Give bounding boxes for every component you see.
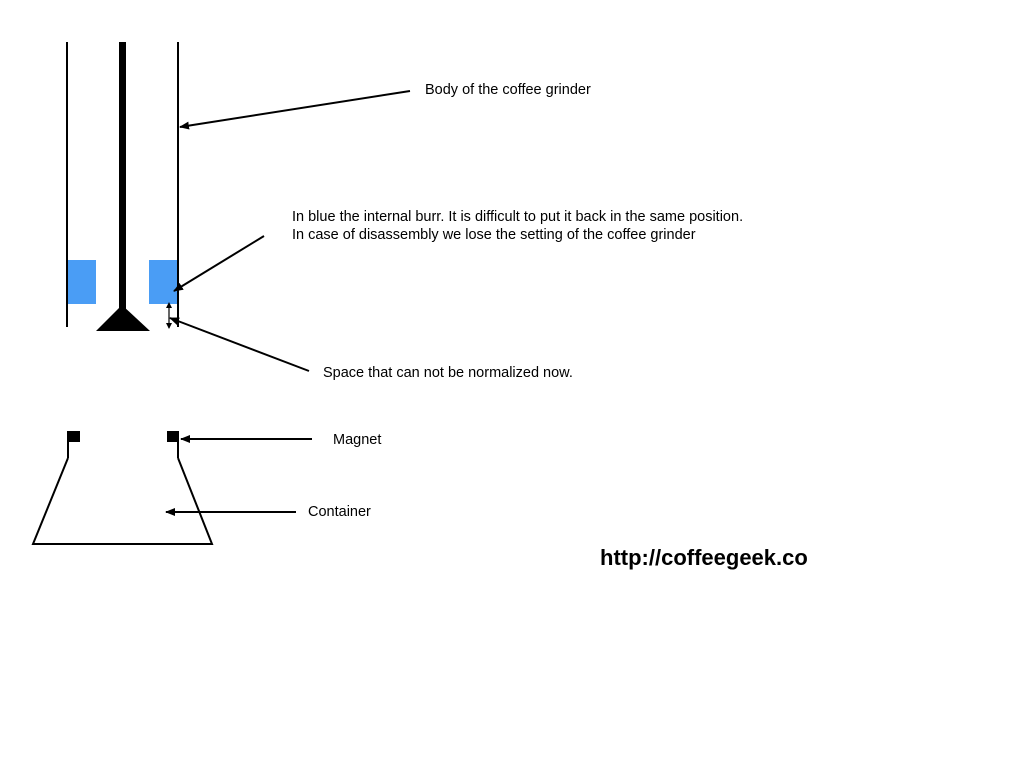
grinder-body (66, 42, 179, 327)
magnet-right (167, 431, 178, 442)
label-internal-burr-line-1: In blue the internal burr. It is difficu… (292, 209, 744, 225)
label-magnet: Magnet (333, 432, 382, 448)
container-outline (31, 457, 214, 545)
internal-burr-right (149, 260, 177, 304)
internal-burr-left (68, 260, 96, 304)
arrow-burr (173, 235, 265, 292)
magnet-left (69, 431, 80, 442)
label-internal-burr-line-2: In case of disassembly we lose the setti… (292, 227, 696, 243)
container (31, 431, 214, 545)
label-internal-burr: In blue the internal burr. It is difficu… (292, 208, 743, 244)
grinder-shaft (119, 42, 126, 310)
arrow-body (179, 90, 411, 130)
internal-burr (68, 260, 177, 304)
arrow-space (169, 317, 310, 372)
label-space: Space that can not be normalized now. (323, 365, 573, 381)
conical-burr (96, 305, 150, 331)
callout-arrows (165, 90, 411, 516)
grinder-shaft-assembly (96, 42, 150, 331)
label-body-of-grinder: Body of the coffee grinder (425, 82, 591, 98)
label-container: Container (308, 504, 371, 520)
source-url: http://coffeegeek.co (600, 545, 808, 570)
